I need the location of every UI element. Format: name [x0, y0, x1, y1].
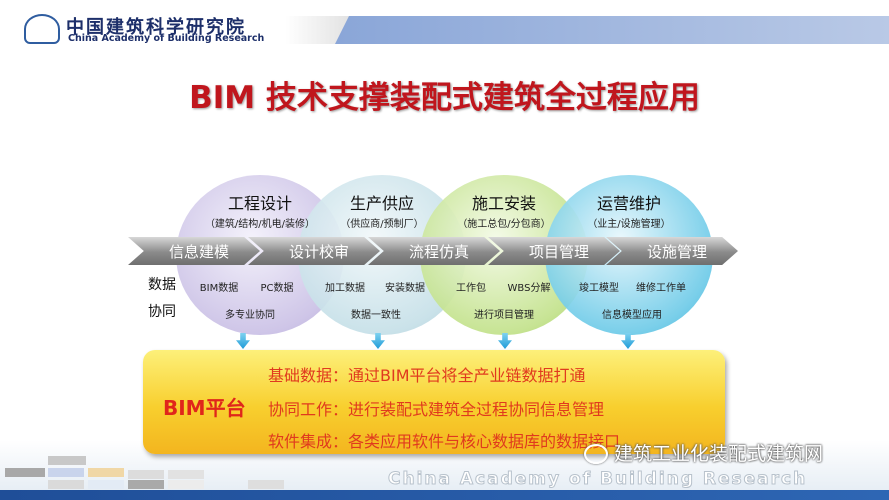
data-item: PC数据	[260, 283, 294, 294]
down-arrow-icon	[621, 333, 635, 349]
data-item: WBS分解	[507, 283, 551, 294]
phase-title: 运营维护	[596, 194, 661, 213]
org-name-en: China Academy of Building Research	[68, 33, 265, 44]
down-arrow-icon	[371, 333, 385, 349]
phase-subtitle: （业主/设施管理）	[587, 219, 671, 230]
header-accent	[335, 16, 889, 44]
row-label-collab: 协同	[148, 304, 176, 320]
phase-title: 施工安装	[471, 194, 536, 213]
data-item: 竣工模型	[579, 283, 619, 294]
bim-platform-box	[143, 350, 725, 454]
down-arrow-icon	[498, 333, 512, 349]
data-item: 维修工作单	[636, 283, 686, 294]
cabr-logo	[24, 14, 60, 44]
process-step: 项目管理	[488, 237, 620, 265]
down-arrow-icon	[236, 333, 250, 349]
process-step: 设计校审	[248, 237, 380, 265]
data-item: 安装数据	[385, 283, 425, 294]
collab-item: 进行项目管理	[474, 310, 534, 321]
data-item: 工作包	[456, 283, 486, 294]
slide-title: BIM 技术支撑装配式建筑全过程应用	[189, 80, 700, 116]
bottom-bar	[0, 490, 889, 500]
wechat-source: 建筑工业化装配式建筑网	[614, 443, 824, 465]
data-item: 加工数据	[325, 283, 365, 294]
row-label-data: 数据	[148, 277, 176, 293]
collab-item: 数据一致性	[351, 310, 401, 321]
collab-item: 信息模型应用	[602, 310, 662, 321]
org-name-cn: 中国建筑科学研究院	[66, 17, 246, 38]
phase-subtitle: （施工总包/分包商）	[457, 219, 551, 230]
phase-subtitle: （供应商/预制厂）	[340, 219, 424, 230]
process-step: 信息建模	[128, 237, 260, 265]
phase-subtitle: （建筑/结构/机电/装修）	[204, 219, 316, 230]
platform-line: 协同工作：进行装配式建筑全过程协同信息管理	[268, 400, 605, 419]
platform-line: 基础数据：通过BIM平台将全产业链数据打通	[268, 366, 586, 385]
process-step: 设施管理	[606, 237, 738, 265]
process-step: 流程仿真	[368, 237, 500, 265]
phase-title: 生产供应	[349, 194, 414, 213]
platform-label: BIM平台	[163, 396, 246, 420]
phase-title: 工程设计	[227, 194, 292, 213]
wechat-icon	[584, 444, 608, 464]
collab-item: 多专业协同	[225, 310, 275, 321]
watermark-text: China Academy of Building Research	[387, 469, 808, 490]
data-item: BIM数据	[199, 283, 239, 294]
platform-line: 软件集成：各类应用软件与核心数据库的数据接口	[268, 432, 621, 451]
